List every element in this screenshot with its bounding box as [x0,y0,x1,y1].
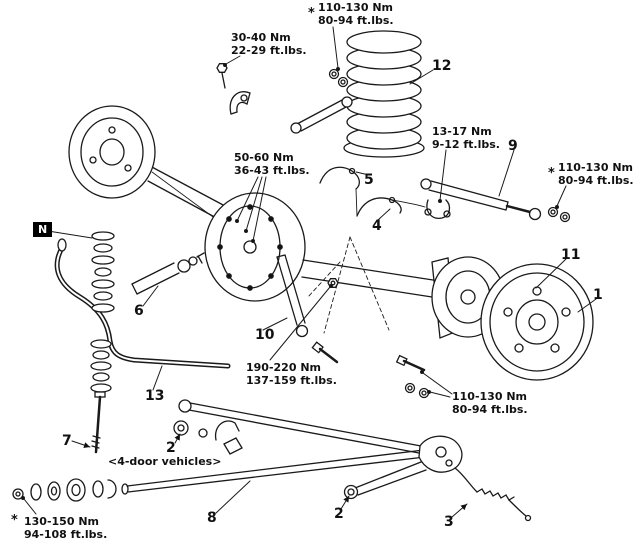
torque-nm: 30-40 Nm [231,31,291,44]
part-number-6: 6 [134,303,144,319]
part-number-2-front: 2 [166,440,176,456]
torque-nm: 130-150 Nm [24,515,99,528]
coil-spring [343,30,425,158]
alignment-dashes [307,236,390,334]
part-number-11: 11 [561,247,581,263]
torque-ftlbs: 137-159 ft.lbs. [246,373,337,387]
n-badge: N [33,222,53,237]
propeller-shaft [131,252,205,295]
parking-brake-cable [454,467,532,522]
mounting-bolts [311,341,430,399]
rear-bracket [343,435,463,500]
part-number-10: 10 [255,327,275,343]
lateral-rod-8 [121,449,426,495]
asterisk-marker: * [548,166,555,181]
torque-ftlbs: 80-94 ft.lbs. [558,173,634,187]
torque-nm: 110-130 Nm [318,1,393,14]
part-number-9: 9 [508,138,518,154]
torque-nm: 110-130 Nm [452,390,527,403]
leader-lines [21,26,597,518]
shock-mount-washers [547,206,571,223]
torque-ftlbs: 22-29 ft.lbs. [231,43,307,57]
stabilizer-link-bolt [91,391,106,454]
torque-label-diff-cover: 50-60 Nm 36-43 ft.lbs. [234,151,310,177]
torque-label-ubolt: 190-220 Nm 137-159 ft.lbs. [246,361,337,387]
torque-ftlbs: 94-108 ft.lbs. [24,527,108,541]
shock-absorber-left [276,254,309,338]
four-door-note: <4-door vehicles> [108,455,222,468]
shock-absorber-right [420,178,542,221]
part-number-4: 4 [372,218,382,234]
torque-label-spring-top: * 110-130 Nm 80-94 ft.lbs. [308,1,394,27]
part-number-1: 1 [593,287,603,303]
torque-ftlbs: 80-94 ft.lbs. [318,13,394,27]
torque-label-stabilizer-end: * 130-150 Nm 94-108 ft.lbs. [11,514,108,541]
part-number-2-rear: 2 [334,506,344,522]
spring-mount-washers [328,68,349,88]
torque-ftlbs: 80-94 ft.lbs. [452,402,528,416]
torque-nm: 110-130 Nm [558,161,633,174]
brake-hose-4 [356,196,426,217]
part-number-13: 13 [145,388,165,404]
stabilizer-bracket-top [216,63,251,115]
stabilizer-bar [54,238,231,369]
part-number-7: 7 [62,433,72,449]
asterisk-marker: * [308,6,315,21]
upper-control-arm [290,96,353,134]
torque-nm: 50-60 Nm [234,151,294,164]
link-bolt-stack [90,339,112,393]
part-number-8: 8 [207,510,217,526]
torque-label-bump-stopper: 13-17 Nm 9-12 ft.lbs. [432,125,500,151]
part-number-12: 12 [432,58,452,74]
torque-label-shock-lower: 110-130 Nm 80-94 ft.lbs. [452,390,528,416]
torque-label-shock-upper: * 110-130 Nm 80-94 ft.lbs. [548,161,634,187]
torque-label-stabilizer-bracket: 30-40 Nm 22-29 ft.lbs. [231,31,307,57]
part-number-3: 3 [444,514,454,530]
torque-ftlbs: 9-12 ft.lbs. [432,137,500,151]
brake-hose-5 [319,166,360,217]
bump-stopper-bracket [424,199,451,219]
torque-nm: 190-220 Nm [246,361,321,374]
bushing-washer-set [12,478,117,502]
stabilizer-link-washer-stack [91,231,115,313]
brake-drum-right [480,263,594,381]
part-number-5: 5 [364,172,374,188]
left-brake-drum [68,105,156,199]
lateral-rod-upper [178,399,422,454]
torque-ftlbs: 36-43 ft.lbs. [234,163,310,177]
axle-housing-differential [204,192,434,302]
asterisk-marker: * [11,513,18,528]
bushing-clamp-2-front [173,420,243,455]
torque-nm: 13-17 Nm [432,125,492,138]
